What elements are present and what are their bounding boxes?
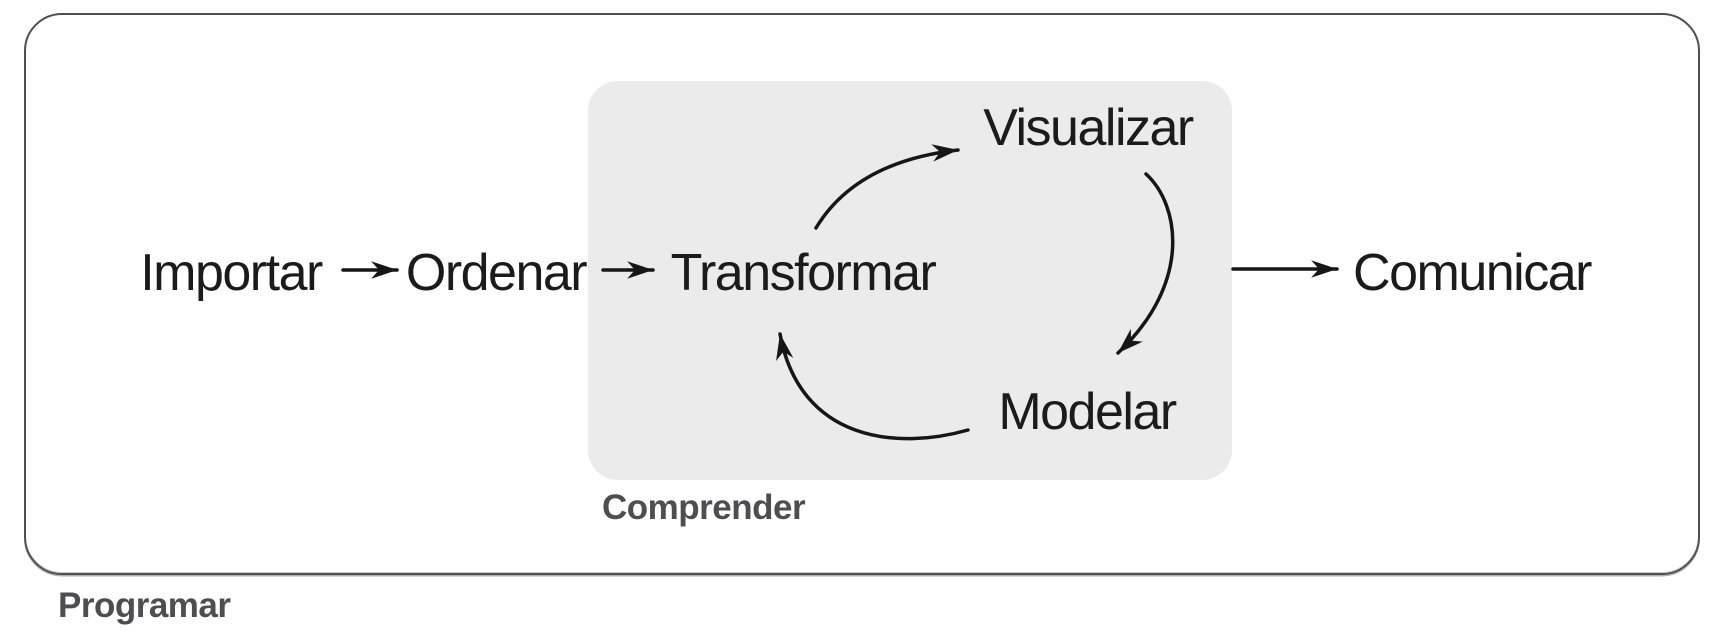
node-ordenar: Ordenar bbox=[405, 244, 588, 302]
node-comunicar: Comunicar bbox=[1353, 244, 1592, 302]
node-modelar: Modelar bbox=[998, 383, 1177, 441]
programar-group-label: Programar bbox=[58, 586, 231, 625]
node-transformar: Transformar bbox=[670, 244, 937, 302]
comprender-group-label: Comprender bbox=[602, 488, 806, 527]
programar-group-box bbox=[24, 13, 1700, 575]
node-visualizar: Visualizar bbox=[983, 99, 1194, 157]
node-importar: Importar bbox=[140, 244, 323, 302]
